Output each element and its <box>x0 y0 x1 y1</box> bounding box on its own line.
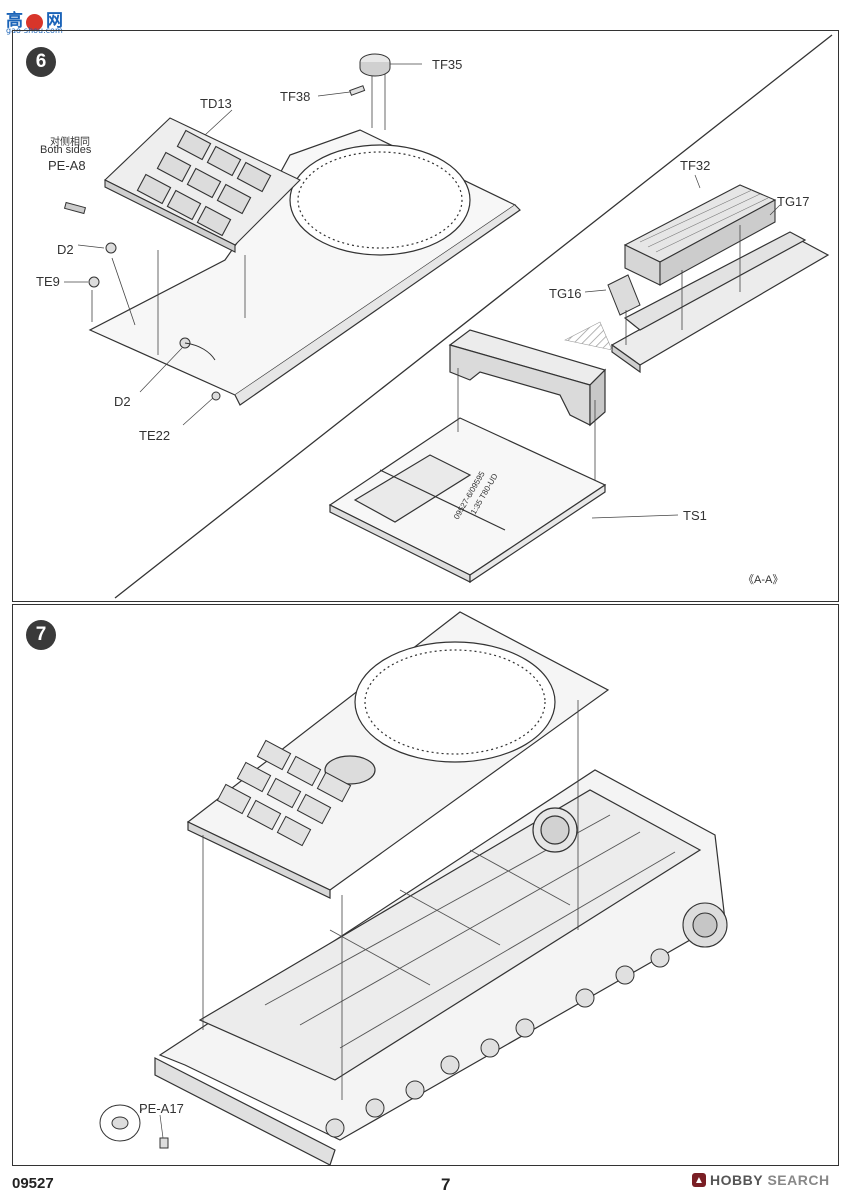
label-te22: TE22 <box>139 428 171 443</box>
te9-part <box>88 276 100 288</box>
search-text: SEARCH <box>767 1172 830 1188</box>
label-tf38: TF38 <box>280 89 311 104</box>
lower-hull-tub <box>154 769 726 1166</box>
tf38-part <box>349 85 366 96</box>
lower-floor-plate: 1:35 T80-UD 09527-6/09595 <box>328 417 607 584</box>
hobby-text: HOBBY <box>710 1172 764 1188</box>
d2-top-part <box>105 242 117 254</box>
ts1-bulkhead <box>448 329 607 427</box>
kit-code: 09527 <box>12 1175 54 1192</box>
watermark-logo-icon <box>26 14 43 31</box>
step-7-badge: 7 <box>26 620 56 650</box>
step-7-panel <box>12 604 839 1166</box>
step-6-divider <box>114 34 833 599</box>
tg17-hull-side <box>610 231 830 374</box>
label-ts1: TS1 <box>683 508 707 523</box>
label-tg16: TG16 <box>549 286 582 301</box>
label-d2-bottom: D2 <box>114 394 131 409</box>
watermark-char-2: 网 <box>46 11 63 31</box>
page-number: 7 <box>441 1175 451 1194</box>
tg16-part <box>607 274 641 316</box>
label-te9: TE9 <box>36 274 60 289</box>
label-tg17: TG17 <box>777 194 810 209</box>
label-both-sides-en: Both sides <box>40 144 92 156</box>
suspension-arms <box>325 948 670 1138</box>
label-d2-top: D2 <box>57 242 74 257</box>
tf32-grille <box>623 184 777 286</box>
step7-engine-deck <box>216 739 352 847</box>
label-td13: TD13 <box>200 96 232 111</box>
label-tf35: TF35 <box>432 57 463 72</box>
direction-arrow <box>564 321 613 351</box>
tf35-part <box>359 53 391 77</box>
watermark-char-1: 高 <box>6 11 23 31</box>
label-section-a-a: 《A-A》 <box>743 574 784 586</box>
pe-a8-part <box>63 201 87 215</box>
pe-a17-detail <box>99 1104 169 1149</box>
hobby-search-logo-icon: ▲ <box>692 1173 706 1187</box>
label-pe-a8: PE-A8 <box>48 158 86 173</box>
hobby-search-watermark: ▲ HOBBY SEARCH <box>692 1172 830 1188</box>
td13-engine-deck <box>104 117 301 253</box>
step-6-panel <box>12 30 839 602</box>
hull-top-plate <box>88 129 521 406</box>
step-6-badge: 6 <box>26 47 56 77</box>
label-pe-a17: PE-A17 <box>139 1101 184 1116</box>
te22-part <box>211 391 221 401</box>
drive-sprocket <box>682 902 728 948</box>
label-tf32: TF32 <box>680 158 711 173</box>
label-both-sides-zh: 对侧相同 <box>50 137 90 148</box>
